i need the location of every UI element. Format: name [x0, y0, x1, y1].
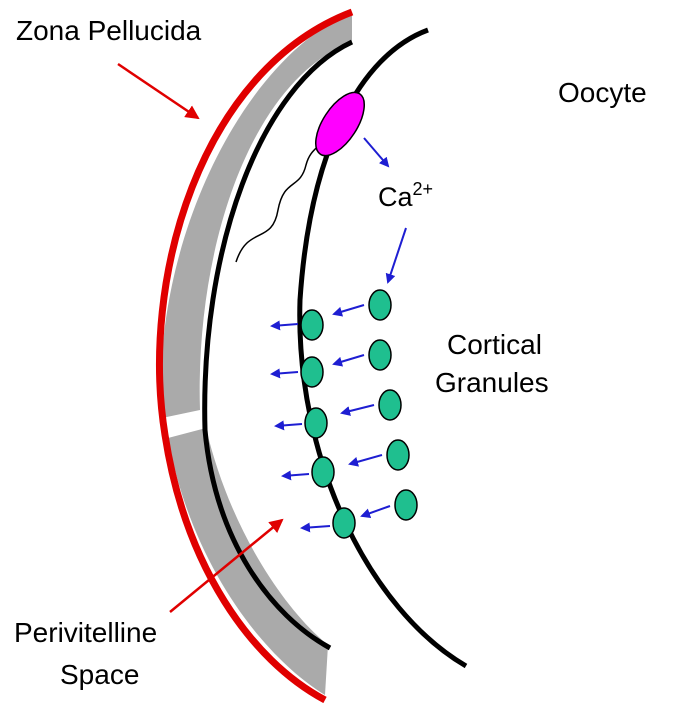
granule: [369, 290, 391, 320]
granule: [333, 508, 355, 538]
arrow-to-inner-granule: [334, 355, 364, 364]
zona-pellucida-lower: [168, 428, 328, 695]
calcium-label: Ca2+: [378, 179, 433, 212]
arrow-to-space: [283, 474, 309, 476]
perivitelline-label: Perivitelline: [14, 617, 157, 648]
arrow-to-space: [302, 526, 330, 528]
granules-label: Granules: [435, 367, 549, 398]
sperm-head: [306, 85, 374, 164]
ca-arrow-to-granules: [388, 228, 406, 282]
ca-arrow-from-sperm: [364, 138, 388, 166]
space-label: Space: [60, 659, 139, 690]
granule: [395, 490, 417, 520]
zona-pellucida-upper: [161, 12, 352, 418]
arrow-to-inner-granule: [342, 405, 374, 413]
arrow-to-space: [272, 372, 298, 374]
calcium-base: Ca: [378, 182, 413, 212]
oocyte-label: Oocyte: [558, 77, 647, 108]
granule: [387, 440, 409, 470]
granule: [312, 457, 334, 487]
arrow-to-inner-granule: [334, 305, 364, 314]
zona-pellucida-label: Zona Pellucida: [16, 15, 202, 46]
cortical-label: Cortical: [447, 329, 542, 360]
arrow-to-inner-granule: [362, 506, 390, 516]
granule: [301, 357, 323, 387]
calcium-superscript: 2+: [413, 179, 434, 199]
arrow-to-inner-granule: [350, 455, 382, 464]
arrow-to-space: [276, 424, 302, 426]
granule: [379, 390, 401, 420]
arrow-to-space: [272, 324, 298, 326]
zona-label-arrow: [118, 64, 198, 118]
granule: [369, 340, 391, 370]
granule: [305, 408, 327, 438]
granule: [301, 310, 323, 340]
cortical-granules: [301, 290, 417, 538]
